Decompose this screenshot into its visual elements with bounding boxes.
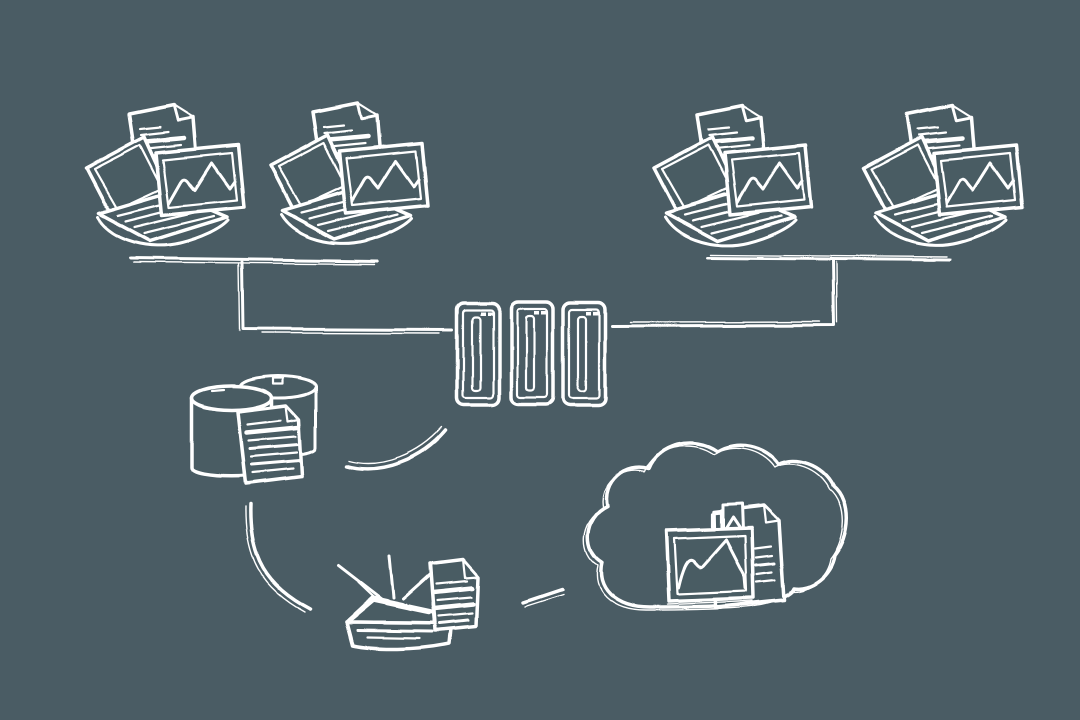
cloud-upload-tab-icon xyxy=(710,502,745,532)
workstation-icon-2 xyxy=(270,103,428,243)
cloud-image-icon xyxy=(664,526,756,605)
workstation-icon-4 xyxy=(864,105,1022,245)
server-rack-icon xyxy=(455,300,607,407)
edge-router-to-cloud xyxy=(521,587,564,607)
antenna-rays-icon xyxy=(336,554,436,602)
workstation-icon-3 xyxy=(654,105,812,245)
edge-database-to-router xyxy=(244,503,312,613)
edge-clients-right-to-servers xyxy=(610,254,952,328)
database-icon xyxy=(190,374,318,486)
workstation-icon-1 xyxy=(86,105,244,245)
router-icon xyxy=(336,554,480,651)
edge-database-to-servers xyxy=(344,427,448,471)
database-document-icon xyxy=(236,404,304,486)
cloud-icon xyxy=(584,440,849,611)
router-document-icon xyxy=(429,558,480,632)
edge-clients-left-to-servers xyxy=(128,256,454,335)
